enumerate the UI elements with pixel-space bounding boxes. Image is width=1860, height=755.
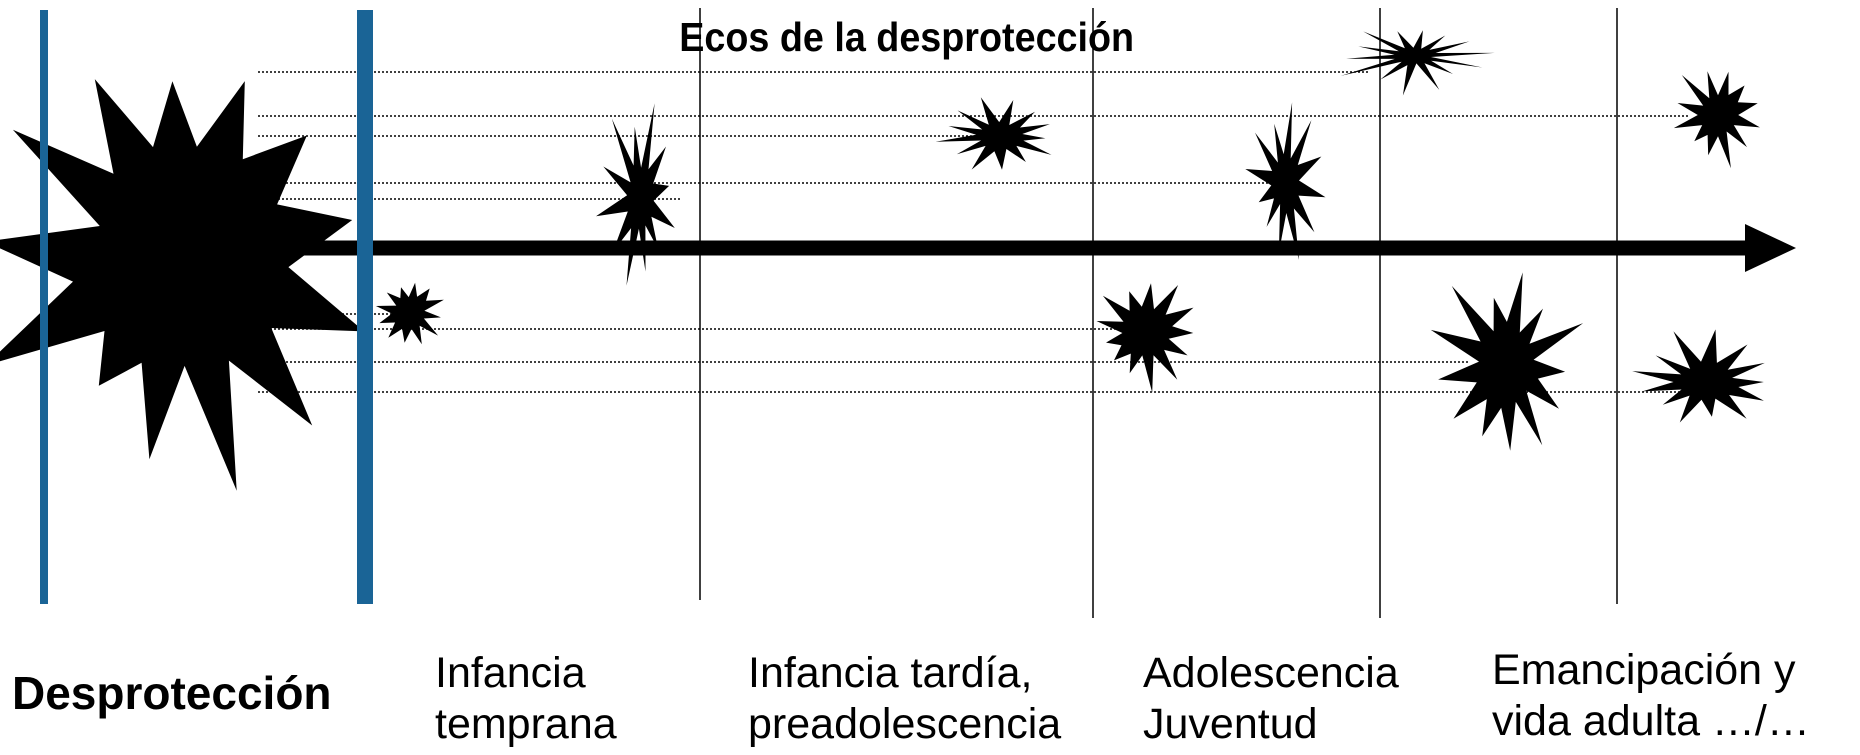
echo-burst-icon	[935, 97, 1052, 170]
stage-label-3: Adolescencia Juventud	[1143, 648, 1399, 750]
origin-label-text: Desprotección	[12, 667, 332, 719]
stage-label-1-line2: temprana	[435, 700, 617, 748]
stage-label-4-line1: Emancipación y	[1492, 646, 1796, 694]
echo-burst-icon	[1340, 30, 1495, 96]
echo-burst-icon	[375, 282, 444, 345]
origin-label: Desprotección	[12, 668, 332, 719]
stage-label-4: Emancipación y vida adulta …/…	[1492, 645, 1810, 747]
stage-label-2-line2: preadolescencia	[748, 700, 1062, 748]
diagram-title: Ecos de la desprotección	[679, 14, 1135, 60]
echo-burst-icon	[1632, 329, 1765, 423]
timeline-arrow-icon	[1745, 224, 1796, 272]
stage-label-1-line1: Infancia	[435, 649, 586, 697]
stage-label-3-line1: Adolescencia	[1143, 649, 1399, 697]
stage-label-1: Infancia temprana	[435, 648, 617, 750]
echo-burst-icon	[596, 103, 675, 286]
stage-label-2-line1: Infancia tardía,	[748, 649, 1033, 697]
echo-burst-icon	[1430, 272, 1584, 451]
origin-burst-icon	[0, 79, 365, 491]
boundary-bar-left	[40, 10, 48, 604]
stage-label-4-line2: vida adulta …/…	[1492, 697, 1810, 745]
stage-label-3-line2: Juventud	[1143, 700, 1318, 748]
echo-burst-icon	[1673, 71, 1760, 169]
burst-group	[0, 30, 1765, 491]
stage-label-2: Infancia tardía, preadolescencia	[748, 648, 1061, 750]
echo-burst-icon	[1245, 102, 1326, 260]
boundary-bar-right	[357, 10, 373, 604]
echo-burst-icon	[1096, 283, 1194, 393]
